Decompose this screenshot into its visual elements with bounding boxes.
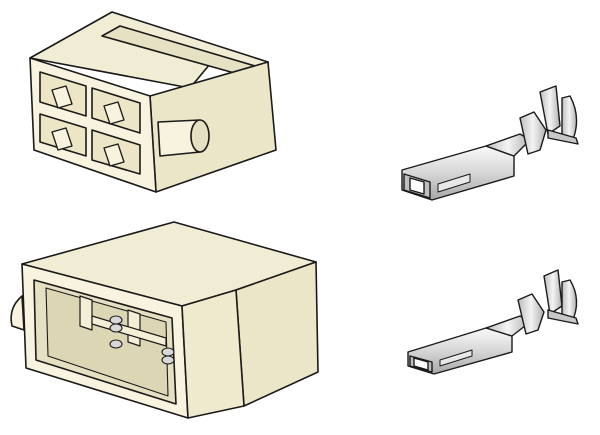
female-terminal-small (407, 269, 579, 375)
female-housing (29, 11, 277, 193)
male-housing-pins (109, 315, 175, 365)
female-terminal-large (401, 85, 579, 201)
male-housing-peg (10, 295, 25, 331)
male-housing (10, 221, 319, 419)
terminal-small-crimp-wings (517, 293, 545, 335)
terminal-large-crimp-wings (519, 111, 547, 155)
